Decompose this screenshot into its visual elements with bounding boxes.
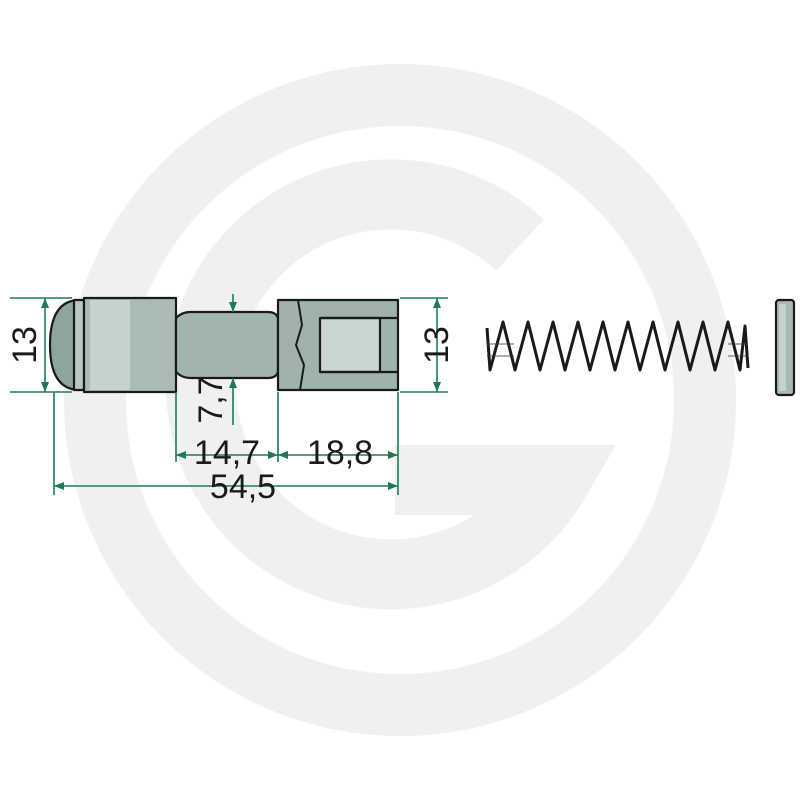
pin-neck <box>174 310 280 380</box>
dim-slot-length: 18,8 <box>307 434 373 472</box>
dim-neck-length: 14,7 <box>194 434 260 472</box>
dim-left-height: 13 <box>6 326 44 364</box>
pin-dome-head <box>48 298 82 392</box>
pin-slot <box>318 316 382 374</box>
disc-part <box>774 298 796 397</box>
dim-neck-diameter: 7,7 <box>192 376 230 423</box>
dim-right-height: 13 <box>418 326 456 364</box>
pin-part <box>48 296 400 394</box>
pin-collar <box>72 298 86 392</box>
brand-g-logo-watermark <box>64 64 736 736</box>
dimension-lines <box>10 294 448 495</box>
spring-part <box>485 320 750 372</box>
dim-overall-length: 54,5 <box>210 468 276 506</box>
